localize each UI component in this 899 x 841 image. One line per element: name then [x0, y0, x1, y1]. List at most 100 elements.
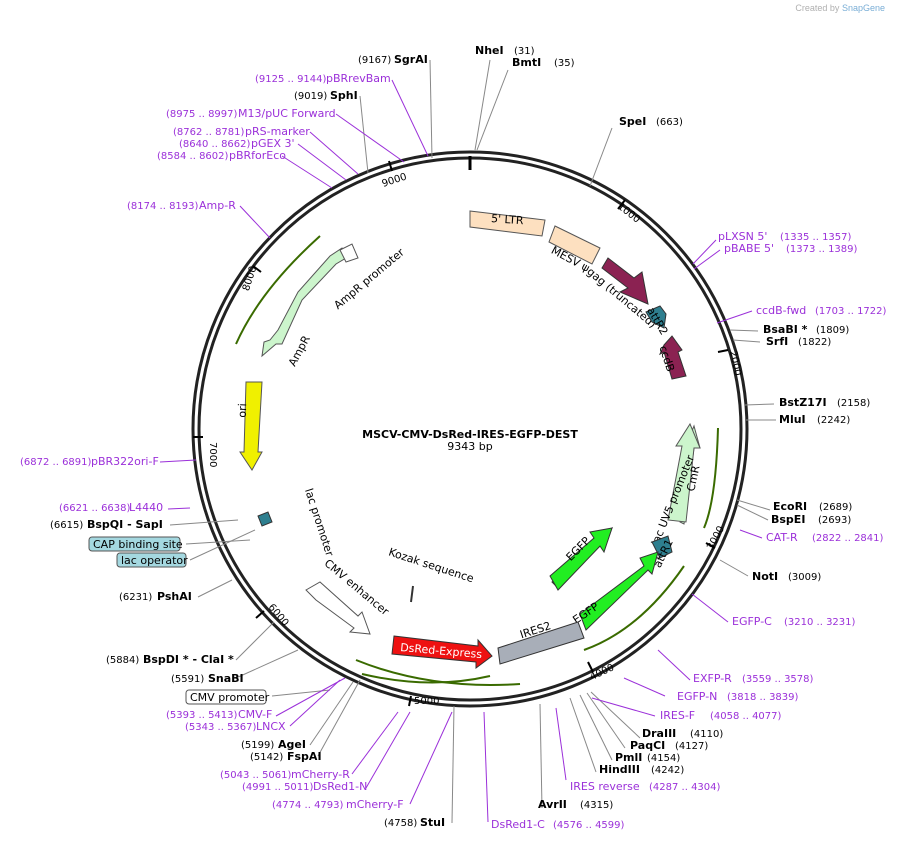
primer-pbr322ori-f: pBR322ori-F: [91, 455, 159, 468]
site-nhei: NheI: [475, 44, 504, 57]
ori-feature: [239, 381, 263, 471]
plasmid-length: 9343 bp: [447, 440, 492, 453]
site-fspai-pos: (5142): [250, 752, 283, 763]
primer-ccdb-fwd-pos: (1703 .. 1722): [815, 306, 887, 317]
site-avrii: AvrII: [538, 798, 567, 811]
snapgene-logo: SnapGene: [841, 3, 885, 13]
lac-uv5-label: lac UV5 promoter: [649, 453, 697, 548]
primer-mcherry-f-pos: (4774 .. 4793): [272, 800, 344, 811]
ltr-5-label: 5' LTR: [491, 212, 525, 227]
ccdb-feature: [658, 335, 687, 380]
site-stui: StuI: [420, 816, 445, 829]
site-spei-pos: (663): [656, 117, 683, 128]
site-bspqi-pos: (6615): [50, 520, 83, 531]
cap-binding-site-label: CAP binding site: [93, 538, 183, 551]
leader-lines: [169, 59, 776, 824]
site-bspdi-pos: (5884): [106, 655, 139, 666]
primer-dsred1-c-pos: (4576 .. 4599): [553, 820, 625, 831]
site-sgrai: SgrAI: [394, 53, 428, 66]
primer-mcherry-r-pos: (5043 .. 5061): [220, 770, 292, 781]
site-ecori-pos: (2689): [819, 502, 852, 513]
cap-binding-site-box: [88, 536, 181, 552]
site-hindiii-pos: (4242): [651, 765, 684, 776]
site-bspei: BspEI: [771, 513, 805, 526]
site-snabi-pos: (5591): [171, 674, 204, 685]
site-nhei-pos: (31): [514, 46, 535, 57]
cmr-label: CmR: [684, 464, 702, 493]
primer-mcherry-r: mCherry-R: [291, 768, 350, 781]
tick-1000: 1000: [615, 201, 642, 225]
primer-dsred1-n-pos: (4991 .. 5011): [242, 782, 314, 793]
primer-pgex3: pGEX 3': [251, 137, 295, 150]
primer-pbrrevbam-pos: (9125 .. 9144): [255, 74, 327, 85]
mesv-feature: [548, 225, 601, 265]
plasmid-title: MSCV-CMV-DsRed-IRES-EGFP-DEST: [362, 428, 578, 441]
tick-9000: 9000: [381, 172, 409, 190]
primer-exfp-r: EXFP-R: [693, 672, 732, 685]
dsred-feature: [391, 635, 493, 669]
cmv-enhancer-feature: [305, 581, 371, 635]
primer-pbr322ori-f-pos: (6872 .. 6891): [20, 457, 92, 468]
primer-pbrforeco-pos: (8584 .. 8602): [157, 151, 229, 162]
site-ecori: EcoRI: [773, 500, 807, 513]
tick-2000: 2000: [727, 350, 743, 377]
primer-pbrrevbam: pBRrevBam: [326, 72, 391, 85]
ltr-5-feature: [469, 210, 546, 237]
primer-ires-f: IRES-F: [660, 709, 695, 722]
tick-5000: 5000: [414, 696, 439, 707]
cmv-promoter-label: CMV promoter: [190, 691, 270, 704]
site-bstz17i-pos: (2158): [837, 398, 870, 409]
gag-feature: [601, 257, 649, 305]
site-spei: SpeI: [619, 115, 646, 128]
ampr-promoter-feature: [339, 243, 359, 263]
site-bmti: BmtI: [512, 56, 541, 69]
primer-lncx: LNCX: [256, 720, 286, 733]
primer-ccdb-fwd: ccdB-fwd: [756, 304, 806, 317]
ampr-feature: [261, 247, 347, 358]
site-stui-pos: (4758): [384, 818, 417, 829]
site-mlui-pos: (2242): [817, 415, 850, 426]
tick-marks: [193, 160, 729, 707]
site-avrii-pos: (4315): [580, 800, 613, 811]
site-pmli-pos: (4154): [647, 753, 680, 764]
tick-6000: 6000: [266, 602, 291, 629]
site-srfi-pos: (1822): [798, 337, 831, 348]
site-paqci-pos: (4127): [675, 741, 708, 752]
site-bspei-pos: (2693): [818, 515, 851, 526]
primer-egfp-n-pos: (3818 .. 3839): [727, 692, 799, 703]
egfp-inner-body: [549, 527, 613, 591]
primer-amp-r: Amp-R: [199, 199, 236, 212]
site-paqci: PaqCI: [630, 739, 665, 752]
site-pshai-pos: (6231): [119, 592, 152, 603]
site-noti-pos: (3009): [788, 572, 821, 583]
site-srfi: SrfI: [766, 335, 788, 348]
snapgene-credit: Created by SnapGene: [795, 3, 885, 13]
primer-mcherry-f: mCherry-F: [346, 798, 404, 811]
site-draiii-pos: (4110): [690, 729, 723, 740]
site-fspai: FspAI: [287, 750, 322, 763]
primer-l4440: L4440: [129, 501, 163, 514]
site-bstz17i: BstZ17I: [779, 396, 827, 409]
primer-plxsn: pLXSN 5': [718, 230, 767, 243]
primer-exfp-r-pos: (3559 .. 3578): [742, 674, 814, 685]
primer-plxsn-pos: (1335 .. 1357): [780, 232, 852, 243]
kozak-label: Kozak sequence: [387, 546, 476, 586]
kozak-mark: [410, 585, 414, 603]
primer-cmv-f: CMV-F: [238, 708, 272, 721]
site-bspdi: BspDI * - ClaI *: [143, 653, 234, 666]
site-bsabi-pos: (1809): [816, 325, 849, 336]
primer-cat-r-pos: (2822 .. 2841): [812, 533, 884, 544]
egfp-feature: [579, 551, 659, 631]
attr2-feature: [645, 305, 667, 329]
primer-egfp-c-pos: (3210 .. 3231): [784, 617, 856, 628]
primer-egfp-c: EGFP-C: [732, 615, 772, 628]
site-sgrai-pos: (9167): [358, 55, 391, 66]
site-bmti-pos: (35): [554, 58, 575, 69]
primer-dsred1-n: DsRed1-N: [313, 780, 367, 793]
site-draiii: DraIII: [642, 727, 676, 740]
primer-pgex3-pos: (8640 .. 8662): [179, 139, 251, 150]
orf-arrows: [235, 235, 719, 686]
primer-pbabe-pos: (1373 .. 1389): [786, 244, 858, 255]
primer-cat-r: CAT-R: [766, 531, 798, 544]
